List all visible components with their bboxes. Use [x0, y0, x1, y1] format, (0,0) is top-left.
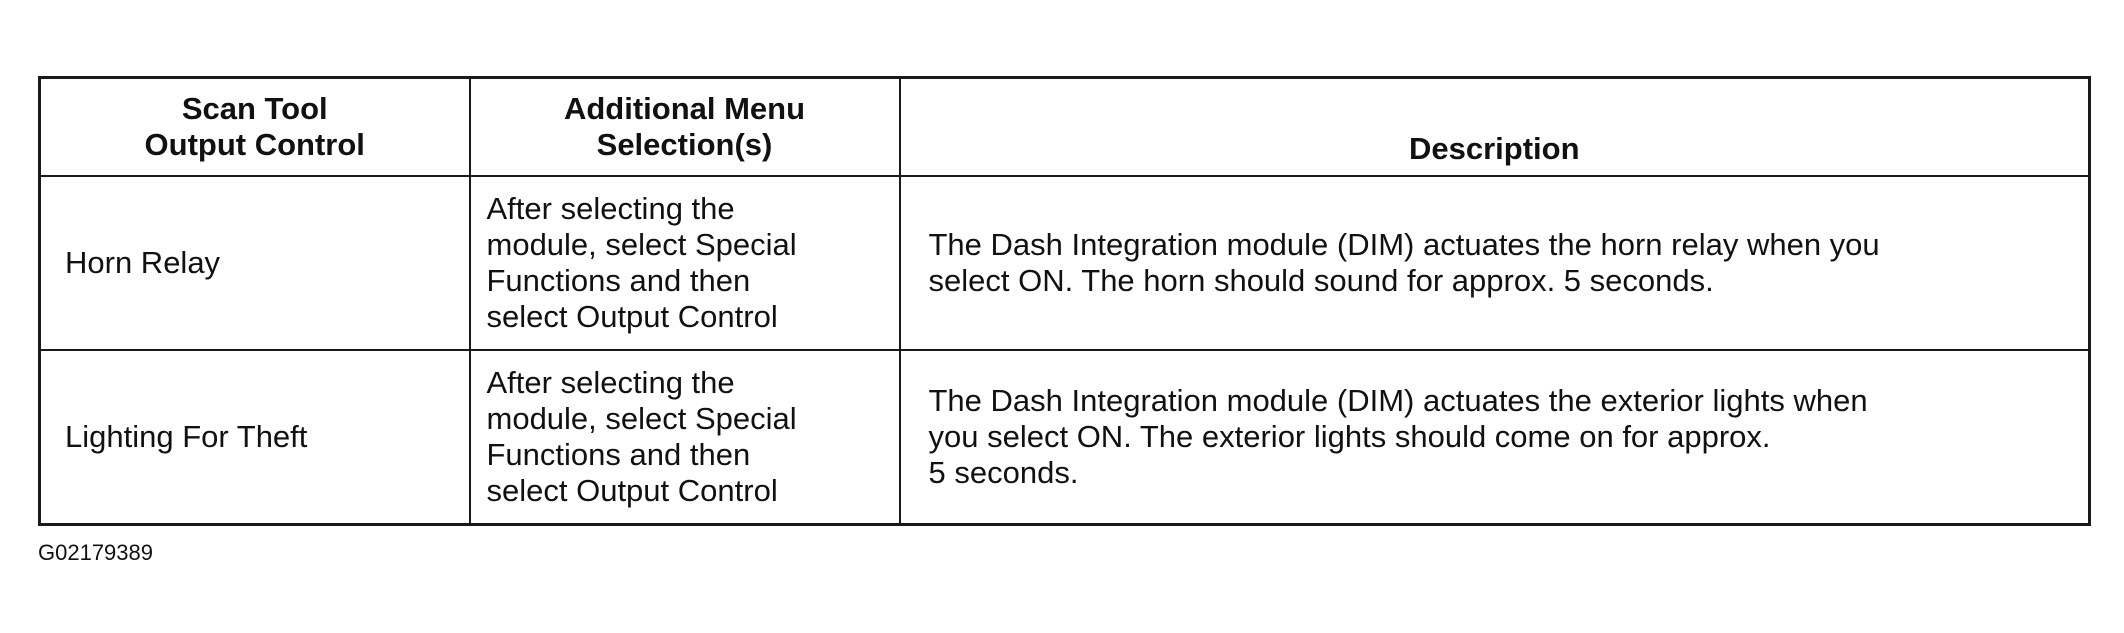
cell-menu-selection: After selecting the module, select Speci…	[468, 349, 901, 526]
cell-menu-selection: After selecting the module, select Speci…	[468, 175, 901, 351]
table-header-row: Scan Tool Output Control Additional Menu…	[38, 76, 2091, 177]
cell-description: The Dash Integration module (DIM) actuat…	[898, 175, 2091, 351]
header-additional-menu-selections: Additional Menu Selection(s)	[468, 76, 901, 177]
cell-description: The Dash Integration module (DIM) actuat…	[898, 349, 2091, 526]
cell-output-control: Horn Relay	[38, 175, 471, 351]
header-scan-tool-output-control: Scan Tool Output Control	[38, 76, 471, 177]
figure-id-label: G02179389	[38, 540, 153, 565]
cell-output-control: Lighting For Theft	[38, 349, 471, 526]
output-control-table: Scan Tool Output Control Additional Menu…	[38, 76, 2091, 526]
table-row: Lighting For Theft After selecting the m…	[38, 349, 2091, 526]
table-row: Horn Relay After selecting the module, s…	[38, 175, 2091, 351]
header-description: Description	[898, 76, 2091, 177]
